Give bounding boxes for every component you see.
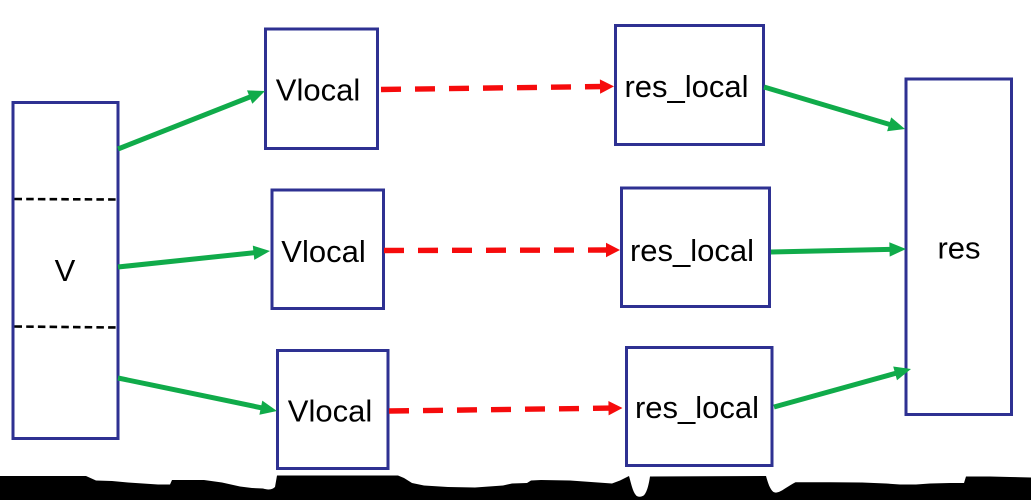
svg-text:res: res	[937, 231, 980, 266]
svg-text:Vlocal: Vlocal	[288, 394, 372, 429]
svg-text:res_local: res_local	[635, 390, 759, 425]
svg-text:V: V	[55, 253, 76, 288]
svg-text:Vlocal: Vlocal	[281, 234, 365, 269]
svg-text:res_local: res_local	[624, 69, 748, 104]
svg-text:res_local: res_local	[630, 233, 754, 268]
svg-text:Vlocal: Vlocal	[276, 73, 360, 108]
